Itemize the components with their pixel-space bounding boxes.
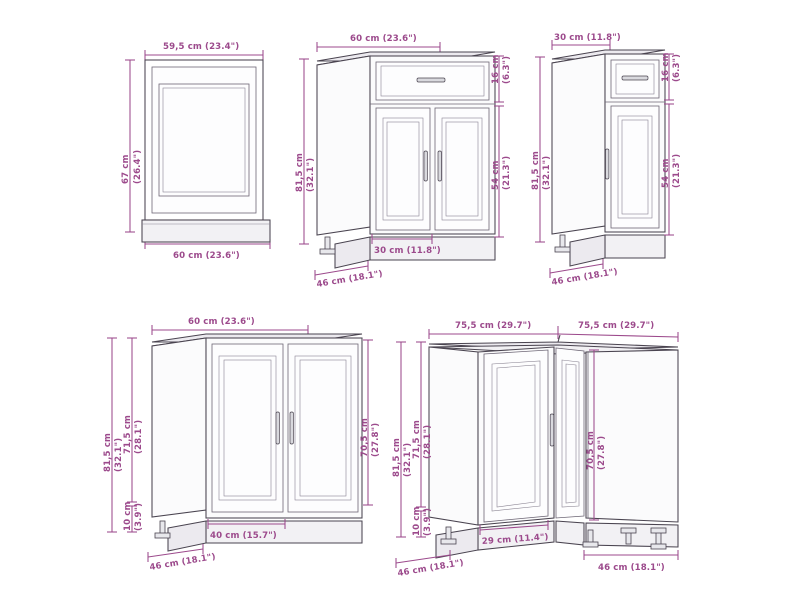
dim-top-left-label: 75,5 cm (29.7") (455, 321, 531, 331)
figure-base-cabinet-1door-1drawer: 30 cm (11.8") (531, 32, 712, 288)
dim-bottom-front-label: 30 cm (11.8") (374, 246, 441, 256)
dim-right: 16 cm (6.3") 54 cm (21.3") (661, 53, 682, 236)
adjustable-foot-left (440, 526, 457, 545)
dim-bottom-front: 30 cm (11.8") (371, 234, 441, 256)
dim-left-outer-label: 67 cm (121, 155, 131, 185)
cabinet-body (428, 334, 679, 559)
dim-depth: 46 cm (18.1") (549, 259, 619, 288)
dim-mid-right-a: 70,5 cm (586, 431, 596, 470)
adjustable-foot (554, 234, 571, 253)
dim-top-right-label: 75,5 cm (29.7") (578, 321, 654, 331)
dim-left-base-a: 10 cm (412, 507, 422, 537)
dim-left: 81,5 cm (32.1") (531, 56, 552, 243)
dim-top: 60 cm (23.6") (316, 34, 441, 52)
dim-top-label: 60 cm (23.6") (350, 34, 417, 44)
dim-mid-right: 70,5 cm (27.8") (586, 349, 607, 521)
dim-left-outer-a: 81,5 cm (103, 433, 113, 472)
dim-right-top-b: (6.3") (672, 54, 682, 82)
dim-right-top-a: 16 cm (491, 55, 501, 85)
dim-left-outer-a: 81,5 cm (392, 438, 402, 477)
dim-bottom-front-label: 40 cm (15.7") (210, 531, 277, 541)
dim-left-base-b: (3.9") (423, 508, 433, 536)
dim-top: 60 cm (23.6") (151, 317, 309, 335)
cabinet-body (151, 333, 363, 552)
dim-left-base-b: (3.9") (134, 503, 144, 531)
dim-left-inner-a: 71,5 cm (412, 420, 422, 459)
dim-left-outer-b: (32.1") (403, 443, 413, 477)
dim-left-inner-b: (28.1") (134, 420, 144, 454)
adjustable-foot (154, 520, 171, 539)
dim-left-a: 81,5 cm (531, 151, 541, 190)
dim-left: 67 cm (26.4") (121, 59, 143, 233)
cabinet-body (551, 49, 666, 267)
dim-right-bottom-b: (21.3") (502, 156, 512, 190)
dim-left-b: (32.1") (306, 158, 316, 192)
dim-left-inner-b: (28.1") (423, 425, 433, 459)
dim-top-left: 75,5 cm (29.7") (428, 321, 559, 339)
dim-top-right: 75,5 cm (29.7") (557, 321, 679, 342)
dim-left-outer: 81,5 cm (32.1") (103, 337, 124, 533)
dim-bottom-center: 29 cm (11.4") (479, 520, 549, 547)
dim-depth: 46 cm (18.1") (314, 261, 384, 290)
figure-corner-base-cabinet: 75,5 cm (29.7") 75,5 cm (29.7") (392, 302, 770, 594)
adjustable-foot-corner (582, 529, 599, 548)
dim-right: 70,5 cm (27.8") (360, 339, 381, 506)
dim-depth-label: 46 cm (18.1") (316, 269, 384, 290)
dim-top-label: 59,5 cm (23.4") (163, 42, 239, 52)
dim-right-bottom-a: 54 cm (661, 159, 671, 189)
dim-right: 16 cm (6.3") 54 cm (21.3") (491, 55, 512, 238)
dim-top-label: 60 cm (23.6") (188, 317, 255, 327)
dim-left-inner: 71,5 cm (28.1") (412, 341, 433, 508)
cabinet-body (316, 51, 496, 269)
figure-base-cabinet-2door-1drawer: 60 cm (23.6") (292, 32, 524, 290)
dim-depth-right-label: 46 cm (18.1") (598, 563, 665, 573)
figure-base-cabinet-2door: 60 cm (23.6") (100, 302, 422, 587)
dim-left: 81,5 cm (32.1") (295, 58, 316, 245)
dim-right-a: 70,5 cm (360, 418, 370, 457)
dim-left-base-a: 10 cm (123, 502, 133, 532)
figure-dishwasher-front-panel: 59,5 cm (23.4") 67 cm (26.4") 60 cm (23.… (118, 32, 298, 282)
dim-left-base: 10 cm (3.9") (123, 502, 144, 533)
adjustable-foot-mid (620, 527, 637, 545)
dim-left-outer-b: (32.1") (114, 438, 124, 472)
dim-bottom-center-label: 29 cm (11.4") (482, 532, 549, 547)
dim-right-bottom-a: 54 cm (491, 161, 501, 191)
dim-left-outer: 81,5 cm (32.1") (392, 341, 413, 538)
panel-body (141, 59, 271, 243)
dim-left-b: (32.1") (542, 156, 552, 190)
dim-top-label: 30 cm (11.8") (554, 33, 621, 43)
dim-left-inner-a: 71,5 cm (123, 415, 133, 454)
dim-right-top-b: (6.3") (502, 56, 512, 84)
dim-depth-right: 46 cm (18.1") (583, 550, 679, 573)
adjustable-foot (319, 236, 336, 255)
dim-top: 30 cm (11.8") (551, 33, 621, 50)
dim-top: 59,5 cm (23.4") (144, 42, 264, 60)
dim-right-b: (27.8") (371, 423, 381, 457)
dim-bottom-front: 40 cm (15.7") (207, 519, 286, 541)
dim-left-inner: 71,5 cm (28.1") (123, 337, 144, 503)
dim-left-a: 81,5 cm (295, 153, 305, 192)
dim-bottom-label: 60 cm (23.6") (173, 251, 240, 261)
dim-left-base: 10 cm (3.9") (412, 507, 433, 538)
dim-left-inner-label: (26.4") (133, 150, 143, 184)
adjustable-foot-right (650, 527, 667, 550)
dim-right-top-a: 16 cm (661, 53, 671, 83)
dim-depth-label: 46 cm (18.1") (551, 267, 619, 288)
dim-right-bottom-b: (21.3") (672, 154, 682, 188)
dim-mid-right-b: (27.8") (597, 436, 607, 470)
